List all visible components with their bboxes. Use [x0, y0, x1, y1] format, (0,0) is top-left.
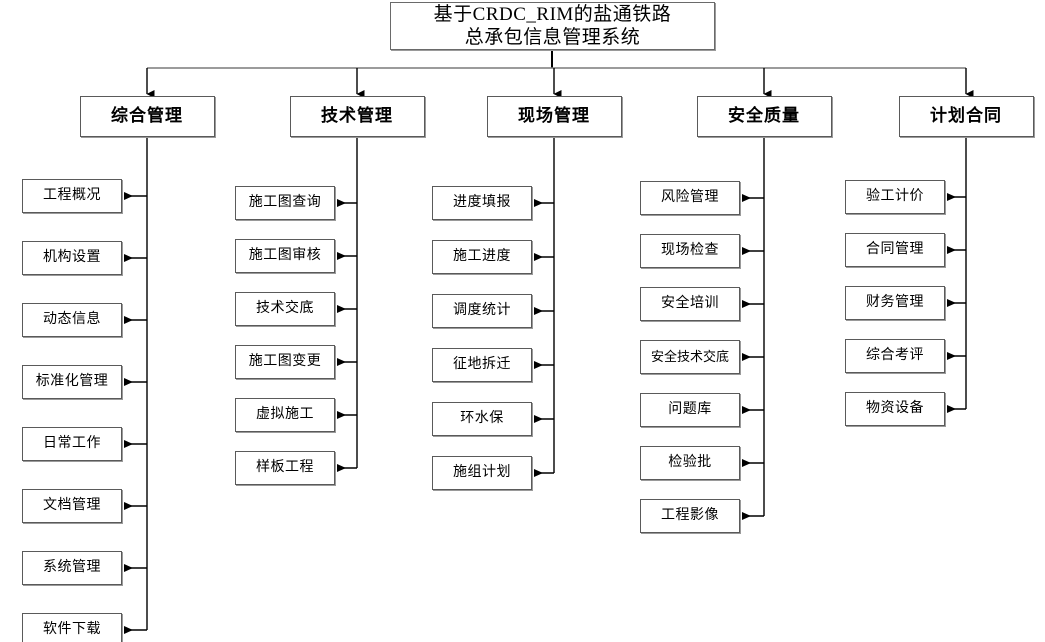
- leaf-label: 软件下载: [43, 622, 101, 638]
- leaf-node-5-2[interactable]: 合同管理: [845, 233, 945, 267]
- leaf-label: 综合考评: [866, 348, 924, 364]
- category-label: 综合管理: [111, 106, 183, 126]
- leaf-label: 系统管理: [43, 560, 101, 576]
- leaf-node-1-1[interactable]: 工程概况: [22, 179, 122, 213]
- leaf-label: 工程影像: [661, 508, 719, 524]
- leaf-label: 现场检查: [661, 243, 719, 259]
- leaf-label: 环水保: [460, 411, 504, 427]
- leaf-label: 风险管理: [661, 190, 719, 206]
- category-label: 计划合同: [930, 106, 1002, 126]
- leaf-label: 合同管理: [866, 242, 924, 258]
- leaf-label: 施工图变更: [248, 354, 322, 370]
- leaf-node-2-5[interactable]: 虚拟施工: [235, 398, 335, 432]
- leaf-label: 检验批: [668, 455, 712, 471]
- category-label: 安全质量: [728, 106, 800, 126]
- leaf-node-1-3[interactable]: 动态信息: [22, 303, 122, 337]
- category-node-5[interactable]: 计划合同: [898, 96, 1034, 137]
- leaf-label: 物资设备: [866, 401, 924, 417]
- leaf-node-2-4[interactable]: 施工图变更: [235, 345, 335, 379]
- leaf-node-5-1[interactable]: 验工计价: [845, 180, 945, 214]
- leaf-node-1-8[interactable]: 软件下载: [22, 613, 122, 642]
- category-node-1[interactable]: 综合管理: [79, 96, 215, 137]
- leaf-label: 技术交底: [256, 301, 314, 317]
- leaf-label: 调度统计: [453, 303, 511, 319]
- leaf-node-4-1[interactable]: 风险管理: [640, 181, 740, 215]
- leaf-node-3-1[interactable]: 进度填报: [432, 186, 532, 220]
- leaf-node-3-2[interactable]: 施工进度: [432, 240, 532, 274]
- leaf-label: 标准化管理: [35, 374, 109, 390]
- leaf-label: 问题库: [668, 402, 712, 418]
- leaf-label: 虚拟施工: [256, 407, 314, 423]
- leaf-node-1-6[interactable]: 文档管理: [22, 489, 122, 523]
- leaf-node-1-2[interactable]: 机构设置: [22, 241, 122, 275]
- category-label: 现场管理: [518, 106, 590, 126]
- category-node-2[interactable]: 技术管理: [289, 96, 425, 137]
- leaf-node-4-6[interactable]: 检验批: [640, 446, 740, 480]
- leaf-label: 验工计价: [866, 189, 924, 205]
- leaf-node-3-3[interactable]: 调度统计: [432, 294, 532, 328]
- leaf-node-1-7[interactable]: 系统管理: [22, 551, 122, 585]
- leaf-label: 施工图审核: [248, 248, 322, 264]
- leaf-node-5-3[interactable]: 财务管理: [845, 286, 945, 320]
- leaf-label: 样板工程: [256, 460, 314, 476]
- leaf-label: 动态信息: [43, 312, 101, 328]
- root-node: 基于CRDC_RIM的盐通铁路 总承包信息管理系统: [390, 2, 715, 50]
- leaf-node-2-1[interactable]: 施工图查询: [235, 186, 335, 220]
- leaf-node-4-4[interactable]: 安全技术交底: [640, 340, 740, 374]
- leaf-node-2-3[interactable]: 技术交底: [235, 292, 335, 326]
- leaf-node-4-3[interactable]: 安全培训: [640, 287, 740, 321]
- leaf-label: 文档管理: [43, 498, 101, 514]
- leaf-node-3-4[interactable]: 征地拆迁: [432, 348, 532, 382]
- category-node-3[interactable]: 现场管理: [486, 96, 622, 137]
- leaf-node-4-2[interactable]: 现场检查: [640, 234, 740, 268]
- leaf-label: 施工图查询: [248, 195, 322, 211]
- leaf-label: 工程概况: [43, 188, 101, 204]
- leaf-node-3-6[interactable]: 施组计划: [432, 456, 532, 490]
- leaf-node-2-6[interactable]: 样板工程: [235, 451, 335, 485]
- leaf-label: 安全培训: [661, 296, 719, 312]
- leaf-label: 征地拆迁: [453, 357, 511, 373]
- leaf-label: 安全技术交底: [650, 349, 729, 365]
- leaf-node-4-5[interactable]: 问题库: [640, 393, 740, 427]
- leaf-node-2-2[interactable]: 施工图审核: [235, 239, 335, 273]
- root-title-line-2: 总承包信息管理系统: [464, 27, 641, 48]
- leaf-node-3-5[interactable]: 环水保: [432, 402, 532, 436]
- leaf-label: 进度填报: [453, 195, 511, 211]
- leaf-label: 施工进度: [453, 249, 511, 265]
- leaf-node-5-5[interactable]: 物资设备: [845, 392, 945, 426]
- leaf-label: 机构设置: [43, 250, 101, 266]
- leaf-node-4-7[interactable]: 工程影像: [640, 499, 740, 533]
- leaf-node-1-5[interactable]: 日常工作: [22, 427, 122, 461]
- leaf-label: 施组计划: [453, 465, 511, 481]
- leaf-node-5-4[interactable]: 综合考评: [845, 339, 945, 373]
- leaf-label: 财务管理: [866, 295, 924, 311]
- root-title-line-1: 基于CRDC_RIM的盐通铁路: [433, 3, 672, 25]
- leaf-label: 日常工作: [43, 436, 101, 452]
- leaf-node-1-4[interactable]: 标准化管理: [22, 365, 122, 399]
- category-node-4[interactable]: 安全质量: [696, 96, 832, 137]
- category-label: 技术管理: [321, 106, 393, 126]
